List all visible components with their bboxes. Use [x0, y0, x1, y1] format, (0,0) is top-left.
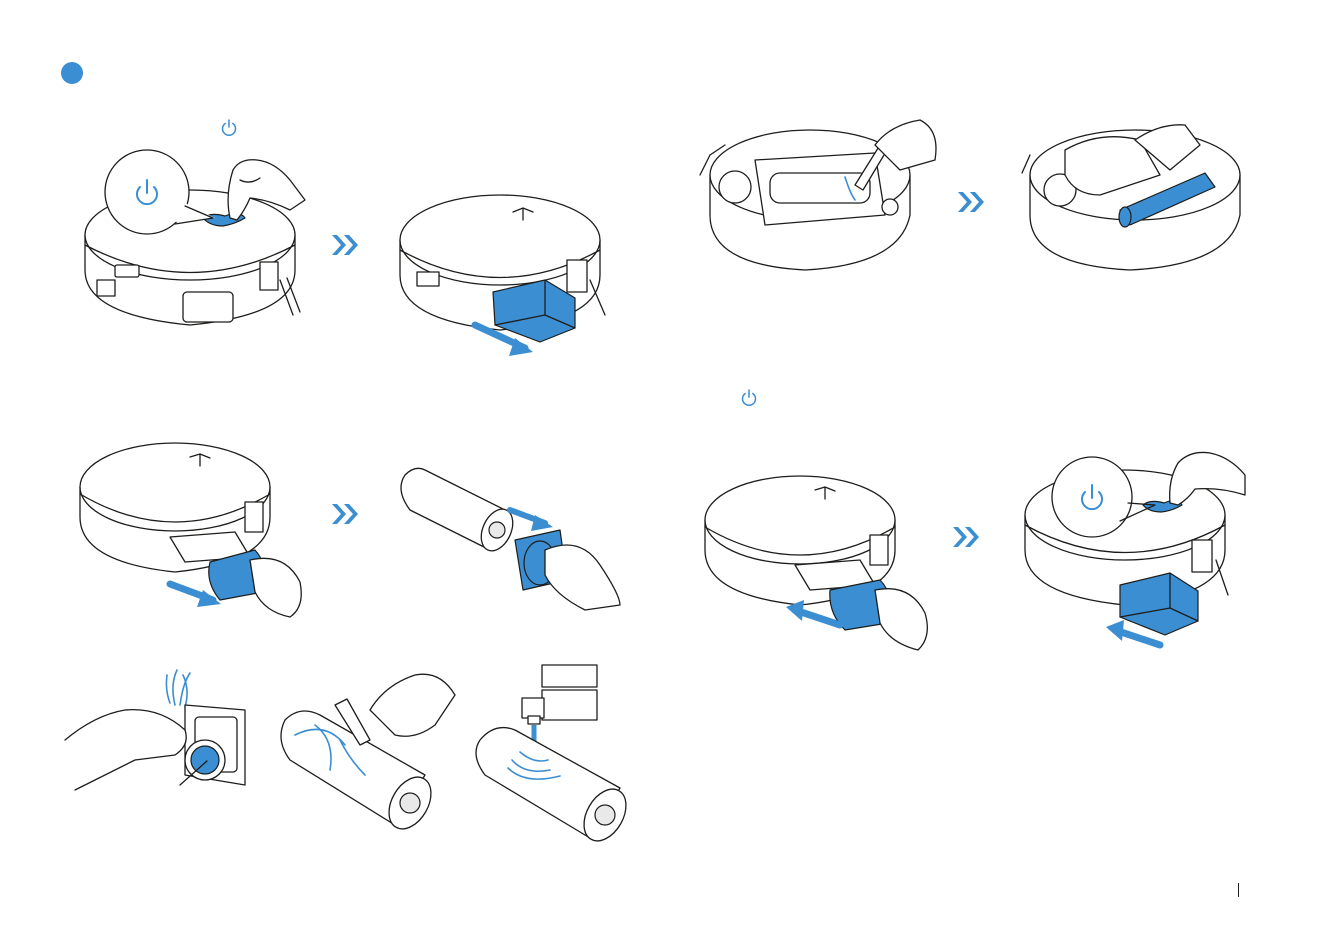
robot-remove-water-tank [395, 180, 625, 365]
filter-wipe-cloth [275, 665, 470, 840]
robot-underside-wipe-brush [1020, 115, 1250, 280]
filter-rinse-under-tap [470, 660, 635, 840]
robot-insert-tank-press-power [1020, 445, 1255, 655]
brush-remove-hair [65, 665, 255, 805]
double-chevron-right-icon [956, 190, 986, 214]
double-chevron-right-icon [951, 525, 981, 549]
power-icon [221, 119, 237, 137]
robot-insert-filter-cartridge [700, 465, 940, 655]
page-number-separator [1238, 883, 1239, 897]
step-indicator-dot [61, 62, 83, 84]
filter-detach-cap [395, 455, 630, 615]
double-chevron-right-icon [330, 233, 360, 257]
power-icon [741, 389, 757, 407]
robot-remove-filter-cartridge [75, 432, 315, 627]
robot-underside-remove-brush [695, 115, 945, 280]
double-chevron-right-icon [330, 502, 360, 526]
robot-press-power-button [75, 140, 315, 340]
